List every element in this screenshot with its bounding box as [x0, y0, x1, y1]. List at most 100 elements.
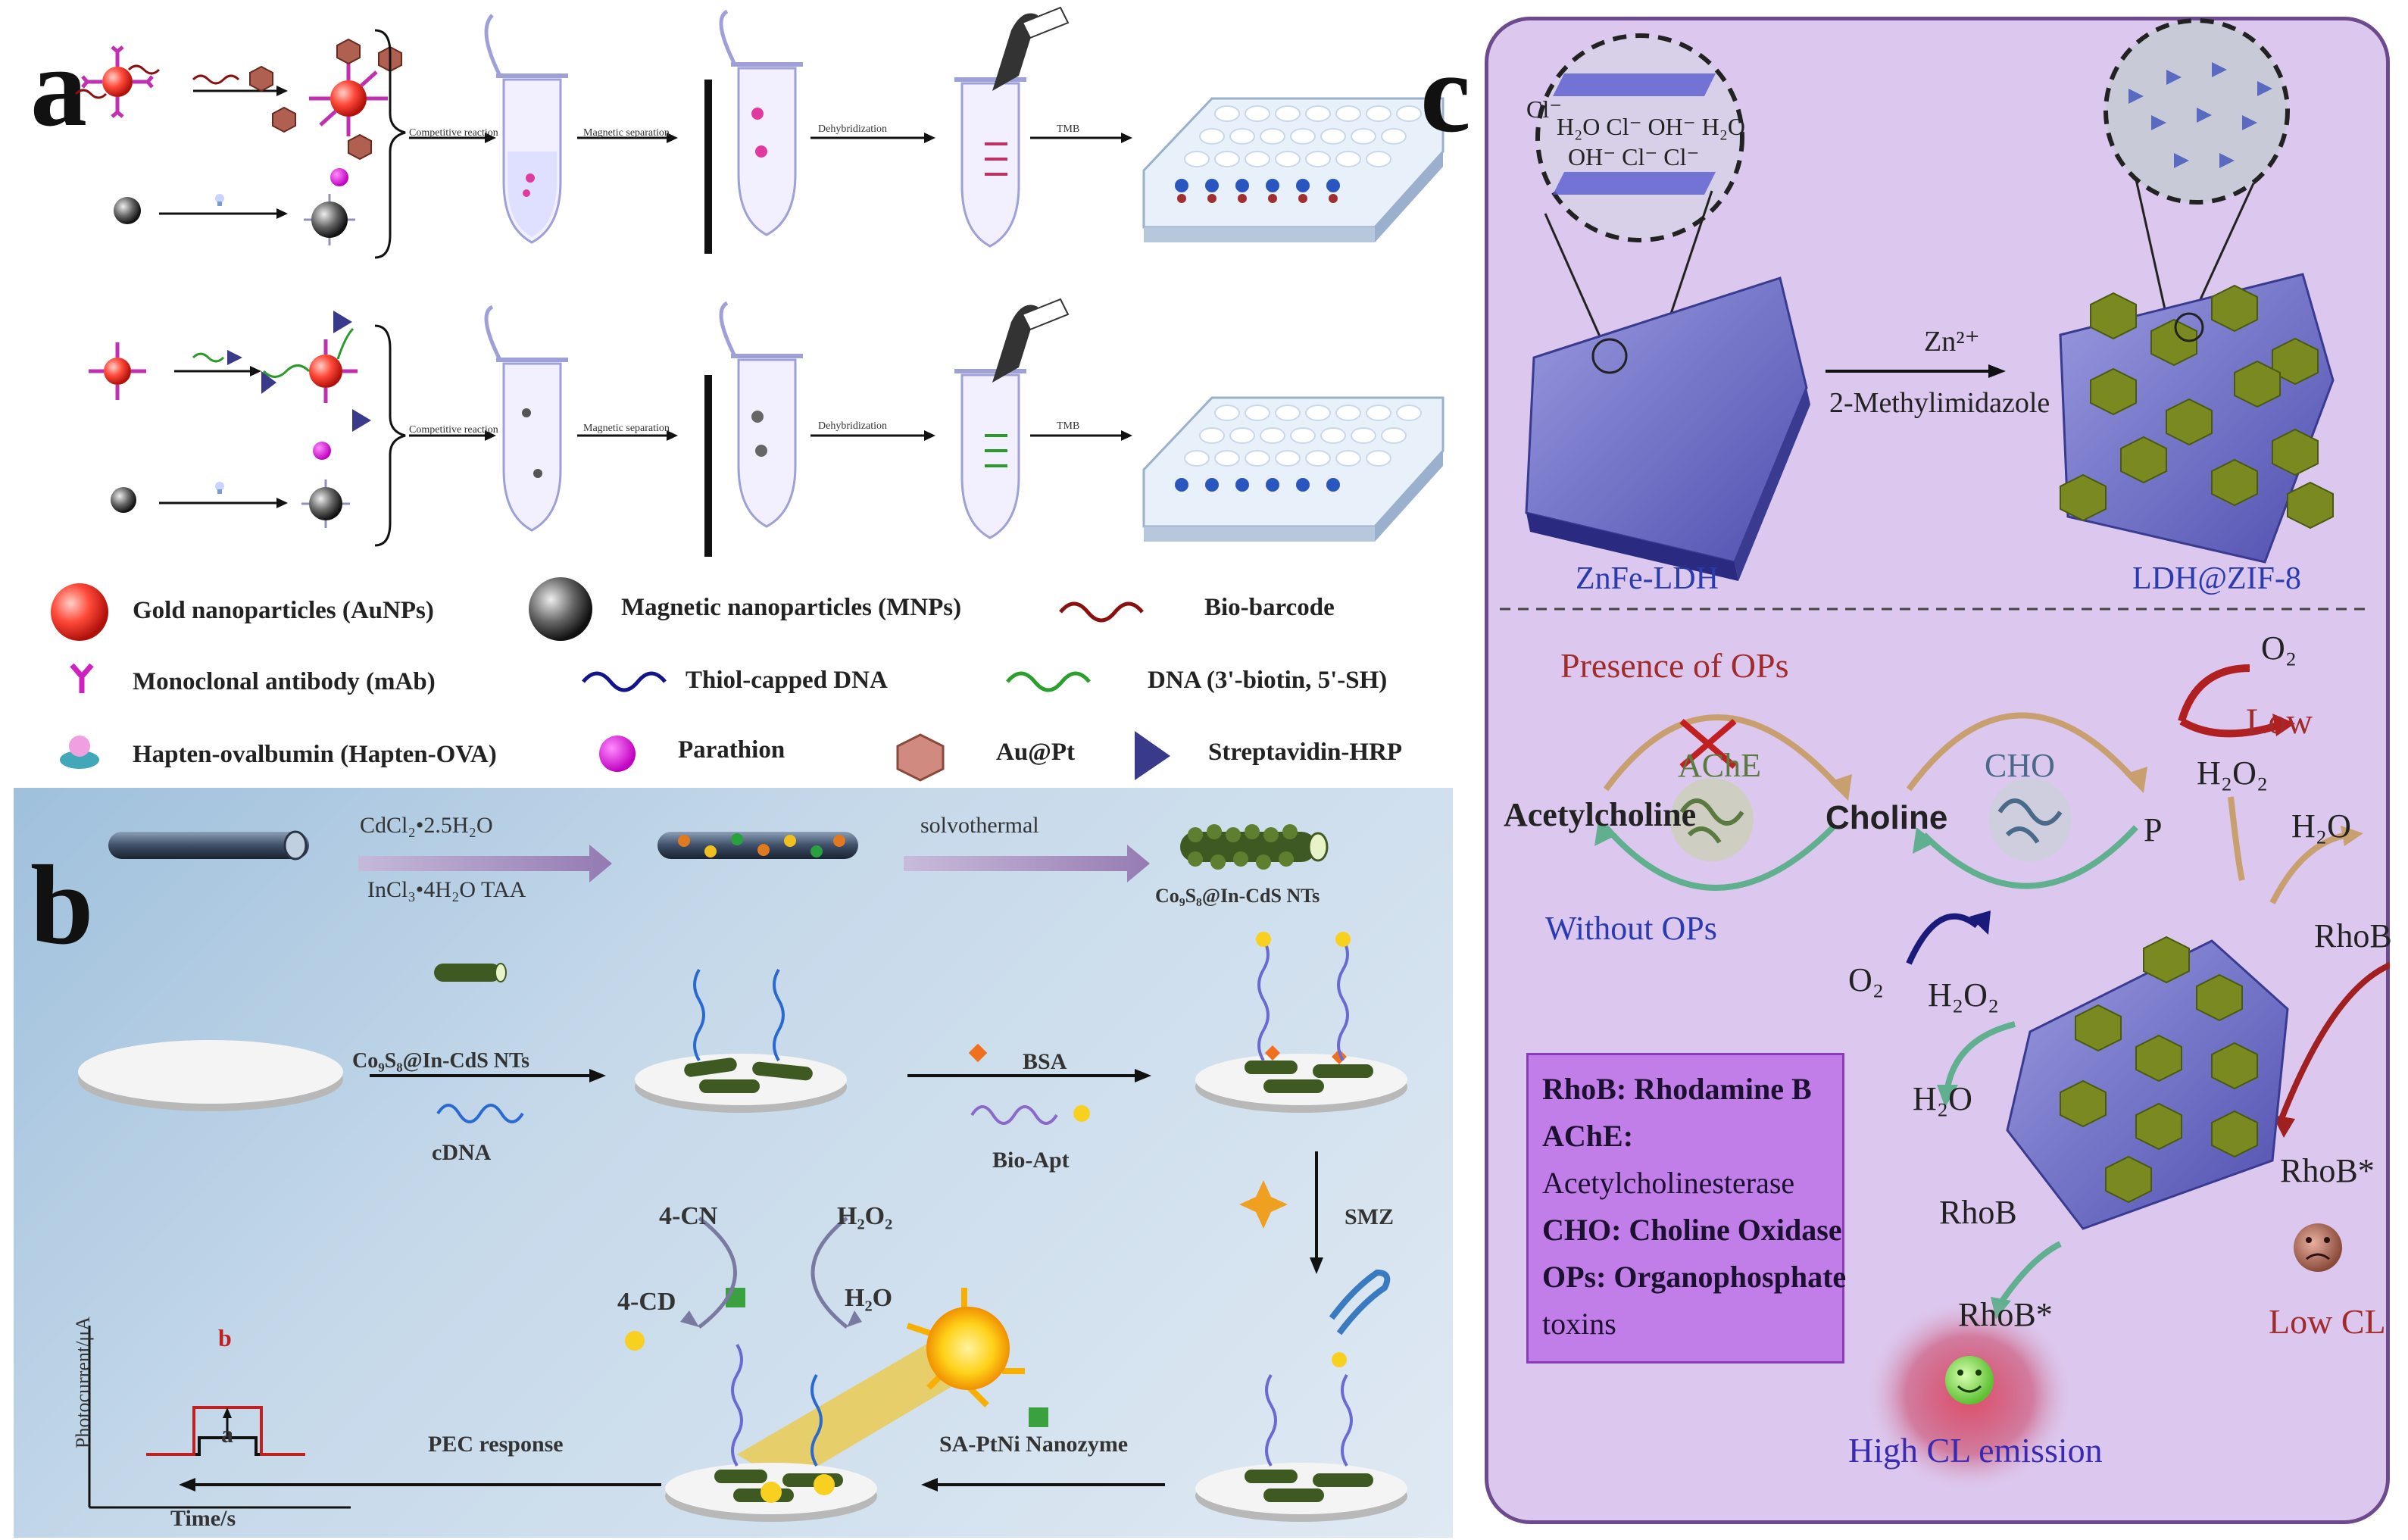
legend-label: Au@Pt	[996, 739, 1076, 766]
row2-mnp-conjugate	[301, 479, 350, 528]
row1-conjugate	[272, 38, 402, 161]
sa-ptni-label: SA-PtNi Nanozyme	[939, 1432, 1129, 1457]
electrode-icon	[78, 1040, 343, 1111]
gold-nanoparticle-icon	[51, 583, 108, 641]
legend-line: AChE:	[1542, 1119, 1634, 1153]
pec-label: PEC response	[428, 1432, 564, 1457]
electrode-icon	[1195, 932, 1407, 1113]
row2-step2-label: Magnetic separation	[583, 423, 670, 434]
antibody-icon	[70, 663, 94, 693]
tube-icon	[719, 9, 803, 236]
row1-aunp-probe	[74, 45, 161, 118]
row1-mnp-conjugate	[304, 194, 355, 245]
curve-a-label: a	[221, 1420, 233, 1448]
cd-label: 4-CD	[617, 1288, 676, 1316]
curve-b-label: b	[218, 1324, 232, 1351]
y-axis-label: Photocurrent/μA	[72, 1316, 94, 1449]
tube-icon	[954, 369, 1026, 539]
row1-step1-label: Competitive reaction	[409, 127, 498, 139]
legend-label: Hapten-ovalbumin (Hapten-OVA)	[133, 741, 497, 768]
legend-line: toxins	[1542, 1307, 1616, 1341]
reagent-bottom: 2-Methylimidazole	[1829, 387, 2050, 419]
ldh-zif8-icon	[2059, 273, 2335, 564]
h2o2-top-label: H₂O₂	[2197, 754, 2269, 792]
h2o-label: H₂O	[845, 1284, 893, 1312]
pipette-icon	[992, 6, 1070, 91]
sun-icon	[906, 1288, 1025, 1407]
legend-label: Streptavidin-HRP	[1208, 739, 1403, 766]
choline-label: Choline	[1826, 799, 1948, 836]
rhob-star-center-label: RhoB*	[1958, 1296, 2053, 1333]
ache-label: AChE	[1678, 747, 1761, 784]
panel-c-legend: RhoB: Rhodamine B AChE: Acetylcholineste…	[1526, 1053, 1847, 1364]
ions-row1: Cl⁻	[1526, 95, 1563, 123]
panel-label-a: a	[30, 24, 87, 150]
cho-label: CHO	[1985, 747, 2055, 784]
product-label: Co₉S₈@In-CdS NTs	[1155, 885, 1320, 907]
legend-line: OPs: Organophosphate	[1542, 1260, 1847, 1294]
ldh-plate-icon	[1525, 276, 1810, 581]
tube-icon	[484, 14, 568, 244]
nanotube-product-icon	[1180, 824, 1329, 870]
electrode-icon	[635, 968, 847, 1113]
h2o-mid-label: H₂O	[1913, 1080, 1972, 1117]
row2-step4-label: TMB	[1057, 420, 1080, 432]
legend-label: Gold nanoparticles (AuNPs)	[133, 597, 434, 624]
panel-label-c: c	[1420, 30, 1471, 156]
microplate-icon	[1142, 396, 1444, 542]
row2-step1-label: Competitive reaction	[409, 424, 498, 436]
tube-icon	[484, 305, 568, 532]
smz-label: SMZ	[1345, 1204, 1395, 1229]
legend-label: Bio-barcode	[1204, 594, 1335, 621]
bsa-label: BSA	[1023, 1049, 1067, 1074]
nanotube-small-icon	[434, 963, 507, 982]
panel-a-diagram	[51, 6, 1444, 782]
low-cl-label: Low CL	[2269, 1302, 2386, 1341]
electrode-icon	[1195, 1269, 1407, 1522]
tube-icon	[954, 77, 1026, 248]
panel-b-background	[14, 788, 1453, 1538]
bio-barcode-icon	[1059, 601, 1144, 623]
parathion-icon	[599, 736, 636, 772]
sad-face-icon	[2294, 1223, 2342, 1272]
legend-label: Parathion	[678, 736, 785, 764]
x-axis-label: Time/s	[170, 1506, 236, 1531]
ions-row2: H₂O Cl⁻ OH⁻ H₂O	[1557, 113, 1745, 140]
h2o2-label: H₂O₂	[837, 1202, 893, 1230]
ache-enzyme-icon	[1670, 778, 1754, 861]
row1-step4-label: TMB	[1057, 123, 1080, 135]
o2-top-label: O₂	[2261, 629, 2297, 667]
tube-icon	[719, 301, 803, 528]
rhob-right-label: RhoB	[2314, 917, 2392, 954]
h2o-top-label: H₂O	[2291, 807, 2351, 845]
o2-mid-label: O₂	[1848, 961, 1885, 998]
reagents-bottom: InCl₃•4H₂O TAA	[367, 877, 526, 902]
row1-step2-label: Magnetic separation	[583, 127, 670, 139]
panel-label-b: b	[30, 842, 94, 968]
low-label: Low	[2246, 701, 2313, 742]
legend-label: DNA (3'-biotin, 5'-SH)	[1148, 667, 1388, 694]
without-label: Without OPs	[1545, 910, 1717, 947]
p-label: P	[2144, 811, 2163, 848]
solvothermal-label: solvothermal	[920, 813, 1039, 838]
photocurrent-plot	[88, 1326, 351, 1509]
biotin-dna-icon	[1006, 671, 1091, 692]
legend-line: Acetylcholinesterase	[1542, 1166, 1795, 1200]
electrode-icon	[665, 1288, 877, 1522]
happy-face-icon	[1945, 1356, 1994, 1404]
left-product-label: ZnFe-LDH	[1576, 561, 1719, 596]
microplate-icon	[1142, 97, 1444, 242]
row1-step3-label: Dehybridization	[818, 123, 887, 135]
pipette-icon	[992, 298, 1070, 383]
aupt-icon	[896, 733, 945, 782]
hapten-ova-icon	[60, 736, 99, 769]
acetylcholine-label: Acetylcholine	[1504, 796, 1697, 833]
legend-label: Magnetic nanoparticles (MNPs)	[621, 594, 962, 621]
legend-line: RhoB: Rhodamine B	[1542, 1072, 1812, 1106]
reagent-top: Zn²⁺	[1924, 326, 1980, 358]
row2-step3-label: Dehybridization	[818, 420, 887, 432]
right-product-label: LDH@ZIF-8	[2132, 561, 2301, 596]
magnetic-nanoparticle-icon	[529, 577, 592, 641]
rhob-star-right-label: RhoB*	[2280, 1152, 2375, 1189]
bio-apt-label: Bio-Apt	[992, 1148, 1070, 1173]
